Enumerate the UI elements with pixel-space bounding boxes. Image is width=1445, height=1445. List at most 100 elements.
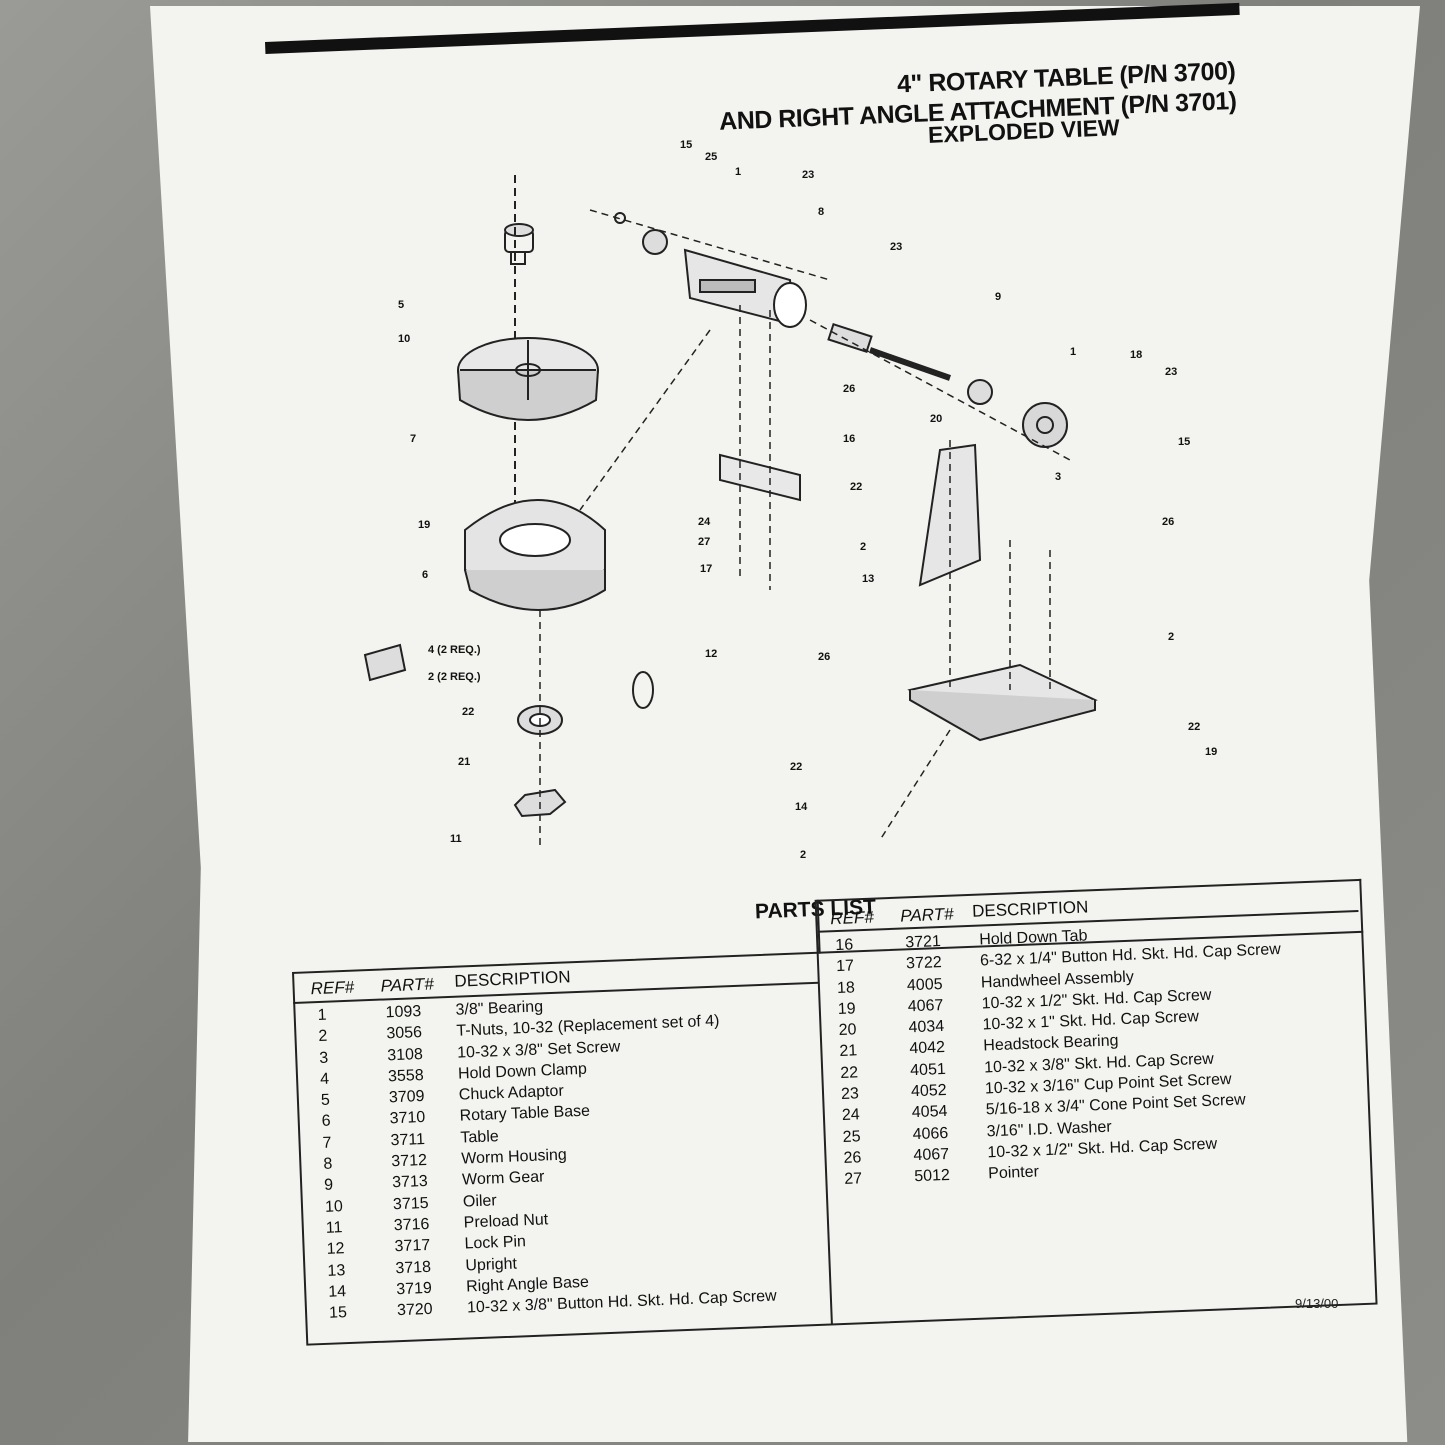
table-row-part: 3715 xyxy=(392,1194,429,1213)
svg-text:24: 24 xyxy=(698,516,711,528)
table-row-part: 4054 xyxy=(911,1103,948,1122)
table-row-ref: 20 xyxy=(838,1021,857,1040)
table-row-part: 4042 xyxy=(909,1039,946,1058)
svg-text:3: 3 xyxy=(1055,471,1061,483)
svg-text:15: 15 xyxy=(1178,436,1190,448)
table-row-ref: 1 xyxy=(317,1006,327,1025)
table-row-ref: 17 xyxy=(835,957,855,976)
svg-text:19: 19 xyxy=(418,519,430,531)
table-row-part: 3711 xyxy=(390,1130,426,1150)
table-row-part: 3722 xyxy=(905,954,943,973)
table-row-ref: 6 xyxy=(321,1113,332,1131)
svg-text:20: 20 xyxy=(930,413,942,425)
table-row-part: 3717 xyxy=(394,1237,431,1256)
svg-text:26: 26 xyxy=(843,383,855,395)
table-row-ref: 15 xyxy=(328,1304,348,1322)
svg-text:5: 5 xyxy=(398,299,404,311)
left-description-column: 3/8" Bearing T-Nuts, 10-32 (Replacement … xyxy=(455,988,777,1319)
svg-text:21: 21 xyxy=(458,756,470,768)
table-row-part: 1093 xyxy=(385,1003,422,1022)
table-row-part: 3710 xyxy=(389,1109,426,1128)
table-row-part: 4051 xyxy=(909,1060,947,1080)
hold-down-clamp-part xyxy=(363,643,407,682)
svg-text:1: 1 xyxy=(735,166,741,178)
svg-text:12: 12 xyxy=(705,648,717,660)
table-row-part: 4067 xyxy=(907,996,944,1016)
table-row-part: 4067 xyxy=(913,1145,950,1165)
svg-text:2 (2 REQ.): 2 (2 REQ.) xyxy=(428,671,481,683)
svg-text:22: 22 xyxy=(790,761,802,773)
svg-text:25: 25 xyxy=(705,151,717,163)
table-row-ref: 27 xyxy=(844,1170,863,1189)
table-row-ref: 26 xyxy=(843,1149,862,1167)
table-row-part: 3721 xyxy=(905,933,942,952)
svg-text:4 (2 REQ.): 4 (2 REQ.) xyxy=(428,644,481,656)
svg-text:23: 23 xyxy=(802,169,814,181)
svg-text:23: 23 xyxy=(890,241,902,253)
table-row-part: 3718 xyxy=(395,1258,432,1277)
table-row-part: 3712 xyxy=(391,1152,428,1171)
bearing-part xyxy=(642,229,668,255)
table-row-part: 3108 xyxy=(386,1045,424,1064)
revision-date: 9/13/00 xyxy=(1295,1296,1339,1311)
hold-down-tab-part xyxy=(719,453,801,502)
table-row-ref: 21 xyxy=(839,1042,858,1061)
table-row-ref: 3 xyxy=(318,1049,329,1067)
svg-text:11: 11 xyxy=(450,833,462,845)
worm-housing-part xyxy=(683,248,807,328)
parts-list-table: REF# PART# DESCRIPTION REF# PART# DESCRI… xyxy=(290,878,1386,1360)
table-row-ref: 11 xyxy=(325,1219,343,1237)
svg-text:8: 8 xyxy=(818,206,824,218)
svg-text:1: 1 xyxy=(1070,346,1076,358)
table-row-ref: 25 xyxy=(842,1127,861,1146)
table-row-ref: 2 xyxy=(318,1027,328,1046)
rotary-table-part xyxy=(457,337,599,421)
svg-text:27: 27 xyxy=(698,536,710,548)
table-row-part: 4034 xyxy=(908,1018,945,1037)
table-row-part: 3056 xyxy=(386,1024,423,1043)
right-description-column: Hold Down Tab 6-32 x 1/4" Button Hd. Skt… xyxy=(979,918,1290,1185)
table-row-ref: 10 xyxy=(324,1197,344,1216)
table-row-ref: 4 xyxy=(319,1070,330,1088)
svg-text:26: 26 xyxy=(1162,516,1174,528)
svg-text:6: 6 xyxy=(422,569,428,581)
worm-gear-part xyxy=(827,322,951,381)
svg-text:22: 22 xyxy=(1188,721,1200,733)
svg-text:22: 22 xyxy=(462,706,474,718)
handwheel-part xyxy=(1022,402,1068,448)
table-row-ref: 19 xyxy=(837,1000,856,1018)
table-row-part: 4066 xyxy=(912,1124,949,1143)
svg-text:2: 2 xyxy=(860,541,866,553)
table-row-ref: 24 xyxy=(841,1106,861,1125)
svg-text:15: 15 xyxy=(680,139,692,151)
table-row-ref: 14 xyxy=(327,1282,347,1301)
table-row-ref: 13 xyxy=(327,1261,346,1280)
svg-text:22: 22 xyxy=(850,481,862,493)
table-row-part: 3709 xyxy=(388,1088,425,1107)
svg-text:14: 14 xyxy=(795,801,808,813)
svg-text:26: 26 xyxy=(818,651,830,663)
table-row-ref: 8 xyxy=(323,1155,333,1173)
chuck-adaptor-part xyxy=(504,223,534,265)
bearing-part-2 xyxy=(967,379,993,405)
table-row-part: 3713 xyxy=(391,1173,429,1192)
svg-text:18: 18 xyxy=(1130,349,1142,361)
svg-text:7: 7 xyxy=(410,433,416,445)
left-ref-header: REF# xyxy=(310,977,355,999)
paper-sheet xyxy=(150,6,1420,1442)
table-row-part: 5012 xyxy=(913,1167,951,1186)
svg-text:19: 19 xyxy=(1205,746,1217,758)
svg-text:17: 17 xyxy=(700,563,712,575)
svg-text:13: 13 xyxy=(862,573,874,585)
table-row-ref: 12 xyxy=(326,1240,345,1259)
rotary-table-base-part xyxy=(464,499,606,611)
svg-text:10: 10 xyxy=(398,333,410,345)
svg-text:9: 9 xyxy=(995,291,1001,303)
table-row-ref: 23 xyxy=(840,1085,860,1104)
table-row-part: 3720 xyxy=(396,1300,433,1320)
lock-pin-part xyxy=(632,671,654,709)
table-row-ref: 22 xyxy=(839,1064,859,1082)
table-row-ref: 18 xyxy=(836,978,856,997)
